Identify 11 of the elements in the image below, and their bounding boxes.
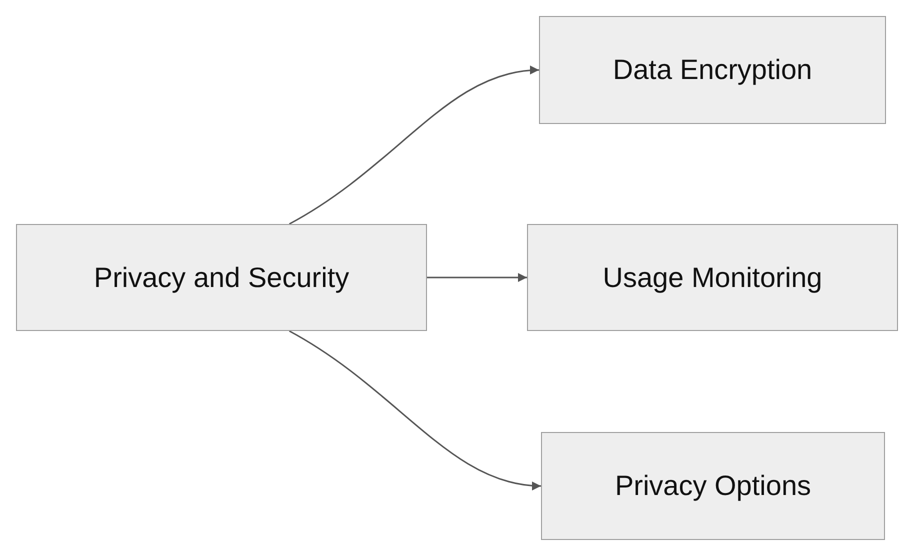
process-box: [527, 224, 898, 331]
process-box: [541, 432, 885, 540]
node-label: Usage Monitoring: [602, 260, 822, 294]
node-label: Data Encryption: [612, 53, 812, 87]
arrow: [288, 66, 540, 225]
arrow: [427, 273, 527, 282]
node-label: Privacy Options: [614, 469, 812, 503]
arrow: [288, 330, 542, 490]
process-box: [539, 16, 886, 124]
process-box: [16, 224, 427, 331]
node-label: Privacy and Security: [94, 260, 350, 294]
